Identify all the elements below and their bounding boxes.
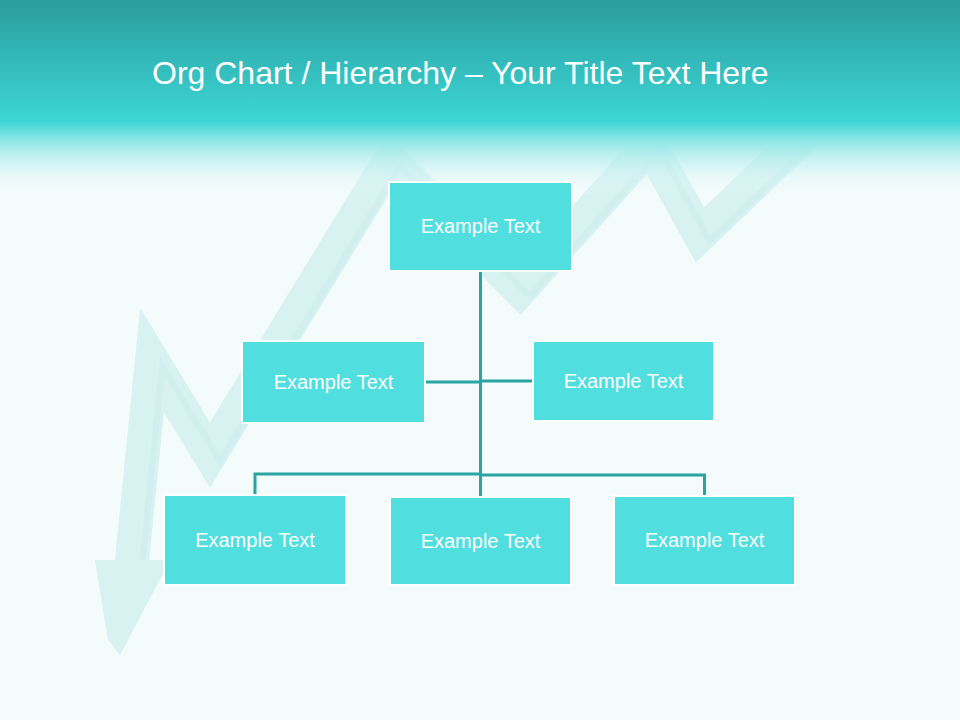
org-box: Example Text	[389, 496, 572, 586]
org-connector	[481, 272, 705, 495]
org-box: Example Text	[388, 181, 573, 272]
box-label: Example Text	[645, 529, 765, 552]
box-label: Example Text	[421, 530, 541, 553]
box-label: Example Text	[564, 370, 684, 393]
trend-arrow	[95, 120, 960, 655]
org-connector	[426, 272, 481, 382]
org-box: Example Text	[532, 340, 715, 422]
box-label: Example Text	[421, 215, 541, 238]
box-label: Example Text	[195, 529, 315, 552]
org-box: Example Text	[241, 340, 426, 424]
box-label: Example Text	[274, 371, 394, 394]
org-box: Example Text	[613, 495, 796, 586]
org-connector	[255, 272, 481, 494]
org-connector	[481, 272, 533, 381]
slide-title: Org Chart / Hierarchy – Your Title Text …	[152, 55, 769, 92]
org-box: Example Text	[163, 494, 347, 586]
